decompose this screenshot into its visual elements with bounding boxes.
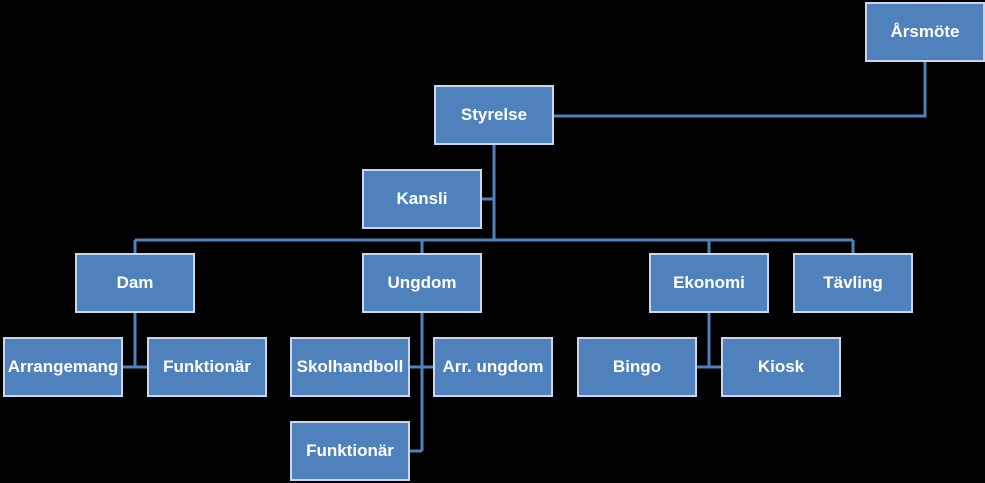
node-kansli: Kansli (362, 169, 482, 229)
node-arr-ungdom: Arr. ungdom (433, 337, 553, 397)
node-funktionar-dam: Funktionär (147, 337, 267, 397)
node-bingo: Bingo (577, 337, 697, 397)
node-ungdom: Ungdom (362, 253, 482, 313)
node-arrangemang: Arrangemang (3, 337, 123, 397)
node-skolhandboll: Skolhandboll (290, 337, 410, 397)
connector-arsmote-styrelse (554, 62, 927, 118)
node-funktionar-ungdom: Funktionär (290, 421, 410, 481)
node-arsmote: Årsmöte (865, 2, 985, 62)
node-ekonomi: Ekonomi (649, 253, 769, 313)
node-dam: Dam (75, 253, 195, 313)
node-tavling: Tävling (793, 253, 913, 313)
node-kiosk: Kiosk (721, 337, 841, 397)
node-styrelse: Styrelse (434, 85, 554, 145)
